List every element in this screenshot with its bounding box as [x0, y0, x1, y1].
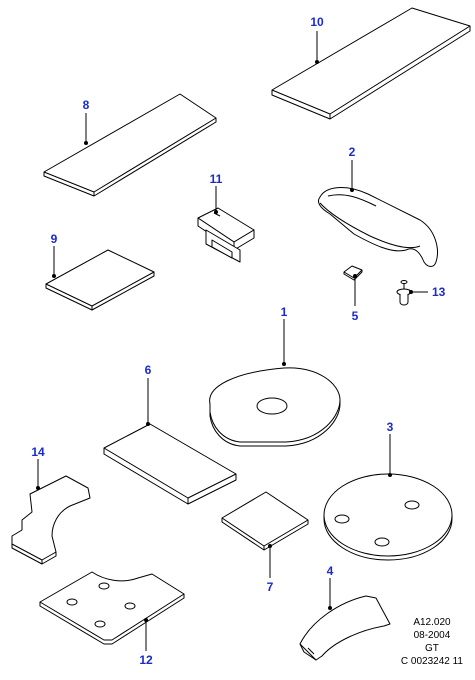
reference-code: A12.020 — [413, 617, 451, 628]
part-10-pad — [271, 7, 471, 120]
reference-drawing-number: C 0023242 11 — [400, 656, 463, 667]
part-7-pad — [221, 491, 309, 551]
part-14-bracket — [11, 475, 91, 565]
part-12-plate — [39, 571, 185, 645]
callout-12: 12 — [139, 653, 153, 667]
callout-10: 10 — [310, 15, 324, 29]
leader-lines — [36, 31, 428, 651]
callout-8: 8 — [83, 98, 90, 112]
callout-11: 11 — [210, 172, 223, 186]
part-9-pad — [45, 249, 155, 311]
part-8-pad — [43, 93, 217, 197]
part-5-clip — [343, 265, 363, 281]
reference-model: GT — [425, 643, 439, 654]
part-2-armrest — [317, 187, 438, 267]
callout-13: 13 — [432, 285, 446, 299]
part-13-rivet — [396, 280, 412, 306]
callout-5: 5 — [352, 309, 359, 323]
callout-1: 1 — [281, 305, 288, 319]
reference-block: A12.020 08-2004 GT C 0023242 11 — [401, 616, 463, 668]
callout-3: 3 — [387, 420, 394, 434]
callout-14: 14 — [31, 445, 45, 459]
reference-date: 08-2004 — [413, 630, 451, 641]
callout-2: 2 — [349, 145, 356, 159]
part-4-strip — [299, 595, 391, 661]
callout-6: 6 — [145, 363, 152, 377]
callout-7: 7 — [267, 580, 274, 594]
part-1-pad — [209, 367, 341, 447]
callout-9: 9 — [51, 232, 58, 246]
part-11-clip — [197, 207, 255, 263]
part-6-pad — [103, 423, 237, 505]
part-3-disc — [323, 473, 453, 561]
callout-4: 4 — [327, 564, 334, 578]
